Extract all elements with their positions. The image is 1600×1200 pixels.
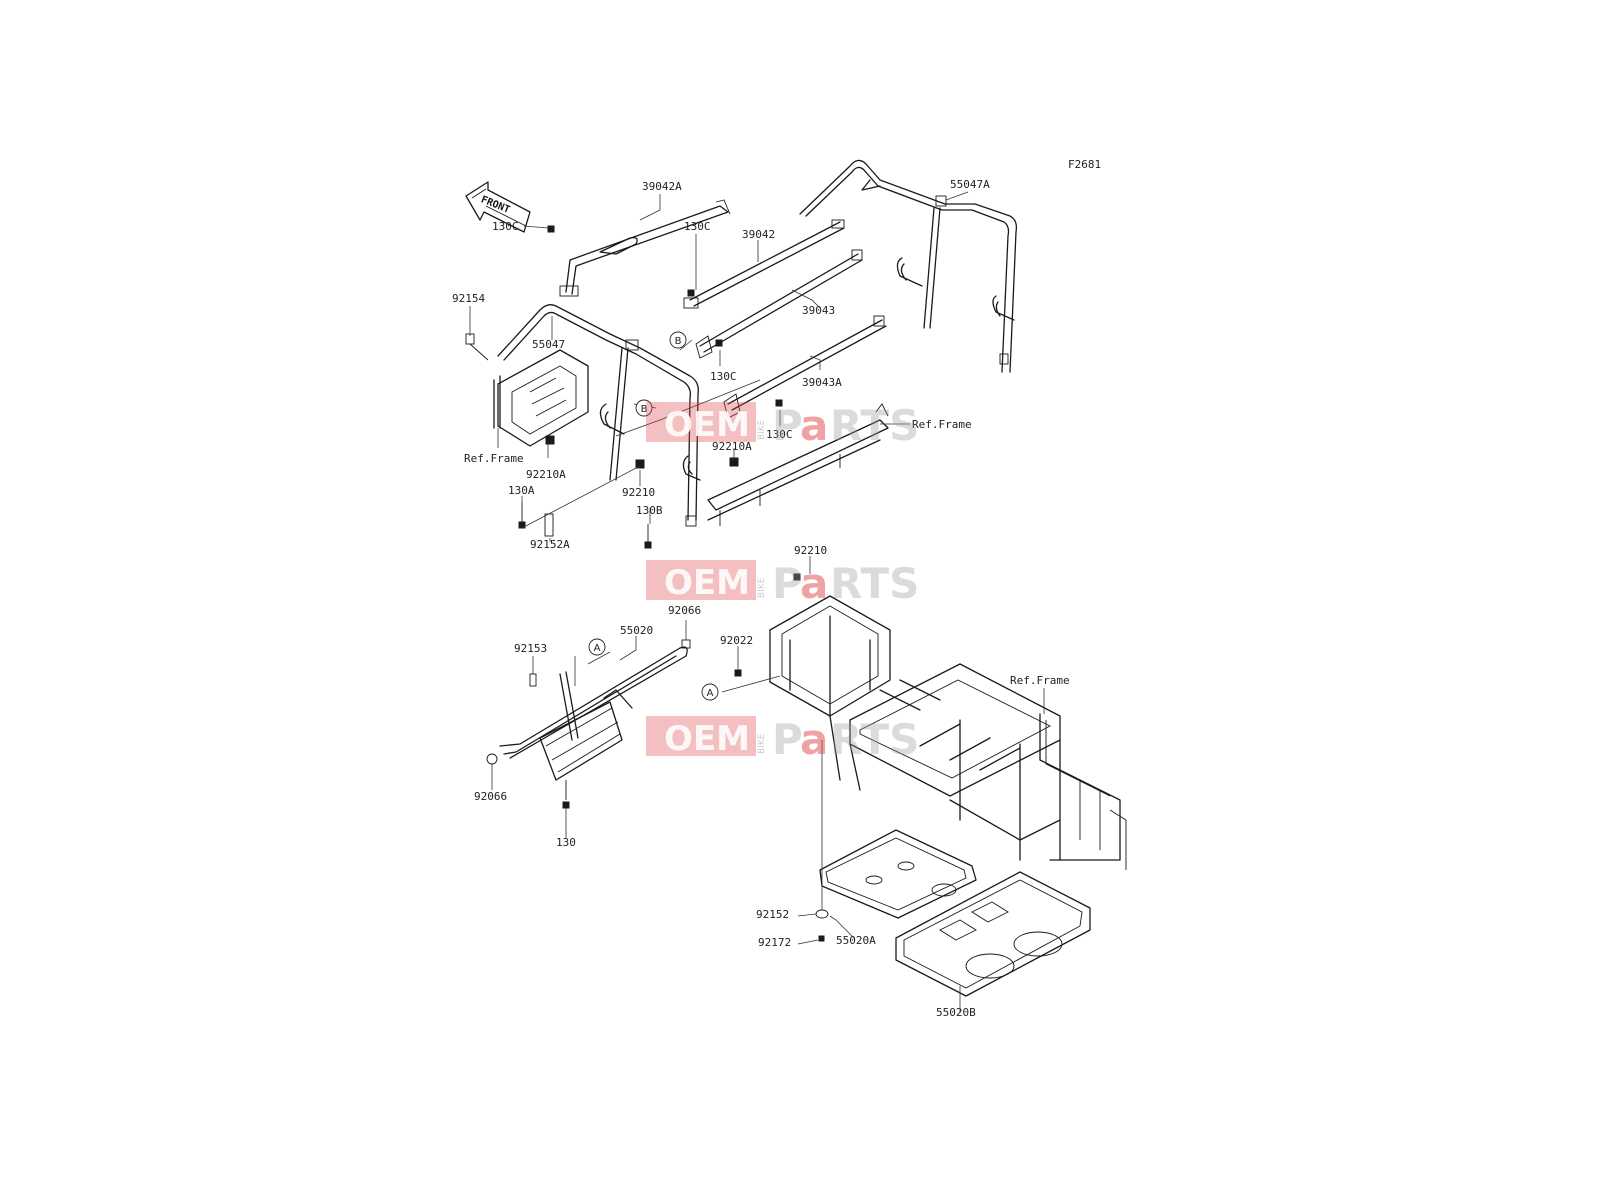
label-92066-lower: 92066 [474,790,507,803]
part-labels: 39042A 130C 92154 55047 39042 130C 39043… [452,178,1070,1019]
callout-a-bumper-text: A [594,643,601,654]
label-92153: 92153 [514,642,547,655]
label-92066-upper: 92066 [668,604,701,617]
watermark-3-mid: BIKE [757,733,767,754]
label-39042A: 39042A [642,180,682,193]
label-130C-3: 130C [710,370,737,383]
side-rail-frame [707,403,889,526]
watermark-3-rts: RTS [830,715,919,764]
watermark-3-a: a [800,715,828,764]
watermark-2-p: P [772,559,803,608]
skid-plate-55020B [895,871,1091,997]
label-55020A: 55020A [836,934,876,947]
front-bracket-mount [493,349,589,447]
label-130: 130 [556,836,576,849]
watermark-1-p: P [772,401,803,450]
label-130C-1: 130C [492,220,519,233]
label-130B: 130B [636,504,663,517]
lower-leader-lines [491,556,1045,1012]
label-39043: 39043 [802,304,835,317]
label-92210A-left: 92210A [526,468,566,481]
cross-bar-39043A [723,315,887,419]
label-130C-4: 130C [766,428,793,441]
label-92210A-right: 92210A [712,440,752,453]
watermark-2-a: a [800,559,828,608]
watermark-3-p: P [772,715,803,764]
watermark-1-mid: BIKE [757,419,767,440]
figure-code: F2681 [1068,158,1101,171]
label-92210-lower: 92210 [794,544,827,557]
label-92022: 92022 [720,634,753,647]
label-ref-frame-lower: Ref.Frame [1010,674,1070,687]
label-92154: 92154 [452,292,485,305]
label-130A: 130A [508,484,535,497]
callout-a-bumper: A [588,638,606,656]
label-92210-upper: 92210 [622,486,655,499]
watermark-1-left: OEM [664,405,750,445]
label-55047A: 55047A [950,178,990,191]
callout-b-lower-text: B [641,404,648,415]
callout-b-upper-text: B [675,336,682,347]
watermark-2-left: OEM [664,563,750,603]
label-55020B: 55020B [936,1006,976,1019]
grab-bar-39042A [559,199,731,297]
label-55020: 55020 [620,624,653,637]
label-55047: 55047 [532,338,565,351]
label-92152A: 92152A [530,538,570,551]
watermark-1-rts: RTS [830,401,919,450]
callout-b-upper: B [669,331,687,349]
label-92152: 92152 [756,908,789,921]
callout-a-frame: A [701,683,719,701]
label-39043A: 39043A [802,376,842,389]
label-ref-frame-upper-right: Ref.Frame [912,418,972,431]
cross-bar-39042 [683,219,845,309]
callout-a-frame-text: A [707,688,714,699]
label-ref-frame-upper-left: Ref.Frame [464,452,524,465]
upper-leader-lines [469,191,969,542]
front-roll-bar-55047 [497,304,701,527]
watermark-2: OEM BIKE P a RTS [646,559,919,608]
watermark-3: OEM BIKE P a RTS [646,715,919,764]
label-39042: 39042 [742,228,775,241]
upper-hardware [465,225,783,549]
rear-roll-bar-55047A [799,159,1018,373]
main-chassis-frame [769,595,1127,870]
watermark-1: OEM BIKE P a RTS [646,401,919,450]
callout-b-lower: B [635,399,653,417]
watermark-1-a: a [800,401,828,450]
label-130C-2: 130C [684,220,711,233]
cross-bar-39043 [695,249,863,359]
watermark-2-rts: RTS [830,559,919,608]
watermark-3-left: OEM [664,719,750,759]
skid-plate-55020A [819,829,977,919]
label-92172: 92172 [758,936,791,949]
watermark-2-mid: BIKE [757,577,767,598]
